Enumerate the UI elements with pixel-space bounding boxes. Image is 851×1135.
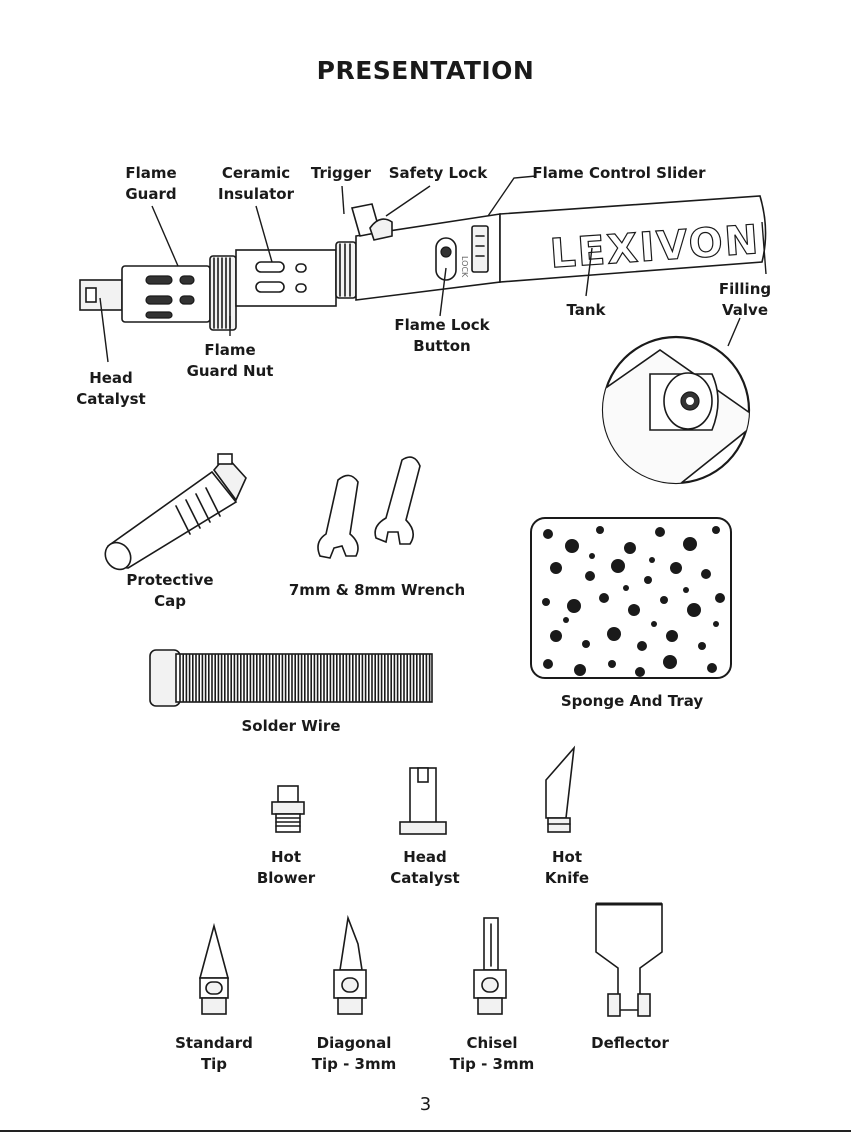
label-flame-control-slider: Flame Control Slider	[532, 164, 706, 182]
label-safety-lock: Safety Lock	[388, 164, 488, 182]
page-number: 3	[419, 1094, 432, 1115]
wrench-illustration	[317, 456, 421, 559]
solder-wire-illustration	[149, 649, 433, 707]
hot-blower-illustration	[271, 785, 305, 833]
diagonal-tip-illustration	[333, 914, 367, 1015]
lock-marking: LOCK	[460, 256, 469, 278]
label-wrench: 7mm & 8mm Wrench	[288, 581, 466, 599]
label-deflector: Deflector	[591, 1034, 669, 1052]
label-sponge-and-tray: Sponge And Tray	[560, 692, 704, 710]
chisel-tip-illustration	[473, 917, 507, 1015]
sponge-tray-illustration	[530, 517, 732, 679]
hot-knife-illustration	[545, 745, 576, 833]
flame-guard-part	[121, 265, 211, 323]
flame-guard-nut-part	[209, 255, 237, 331]
safety-lock-part	[369, 218, 393, 241]
ceramic-insulator-part	[235, 249, 337, 307]
flame-lock-button-part	[435, 237, 457, 281]
bottom-rule	[0, 1130, 851, 1132]
head-catalyst-tip-illustration	[399, 767, 447, 835]
tank-part	[499, 195, 767, 283]
standard-tip-illustration	[198, 922, 230, 1015]
deflector-illustration	[595, 902, 663, 1017]
protective-cap-illustration	[104, 453, 247, 571]
label-tank: Tank	[566, 301, 606, 319]
torch-illustration: LOCK LEXIVON	[79, 195, 767, 331]
page-title: PRESENTATION	[316, 56, 535, 85]
filling-valve-magnifier	[601, 335, 751, 485]
label-trigger: Trigger	[310, 164, 372, 182]
label-solder-wire: Solder Wire	[241, 717, 341, 735]
flame-control-slider-part	[471, 225, 489, 273]
torch-leader-lines	[99, 175, 767, 363]
